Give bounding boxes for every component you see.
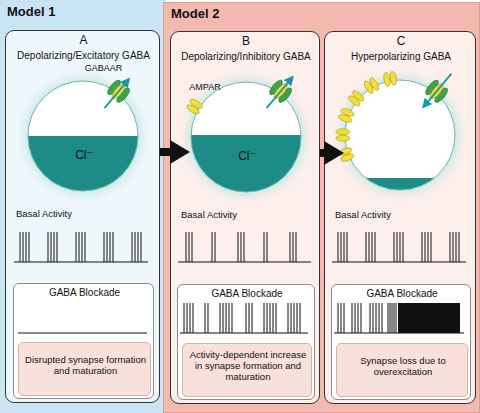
chloride-level [340,178,460,198]
outcome-text: Activity-dependent increase in synapse f… [186,350,310,383]
ampa-receptor [336,129,350,141]
receptor-subunit [340,152,355,162]
receptor-subunit [347,94,362,108]
cell-membrane [28,81,138,191]
spike-burst [398,303,460,333]
cell-outline [189,80,303,194]
chloride-flux-arrow [105,80,129,108]
gabaa-receptor [105,78,132,105]
spike-train [180,303,308,333]
receptor-subunit [189,98,204,110]
receptor-subunit [340,107,355,117]
panel-box: B Depolarizing/Inhibitory GABA Basal Activ… [170,31,320,404]
ampa-receptor [383,71,398,87]
cell-halo [334,69,466,201]
cell-membrane [191,82,301,192]
ampa-receptor [185,98,203,116]
spike-train [332,232,466,262]
receptor-subunit [338,113,353,123]
blockade-title: GABA Blockade [14,287,155,299]
blockade-title: GABA Blockade [332,288,472,300]
receptor-label: GABAAR [81,63,126,73]
cell-outline [26,79,140,193]
outcome-text: Disrupted synapse formation and maturati… [23,355,148,377]
receptor-subunit [115,86,132,104]
receptor-subunit [185,103,200,115]
cell-halo [17,70,149,202]
spike-train [178,232,311,262]
panel-box: C Hyperpolarizing GABA Basal ActivityGABA … [324,31,476,404]
panel-letter: C [325,35,477,49]
receptor-subunit [428,82,446,101]
panel-title: Depolarizing/Inhibitory GABA [171,51,321,63]
neuron-cell: GABAARCl⁻ [26,79,140,193]
blockade-title: GABA Blockade [178,288,316,300]
ampa-receptor [363,76,381,94]
receptor-label: AMPAR [185,82,225,92]
panel-letter: A [6,34,161,48]
panel-title: Depolarizing/Excitatory GABA [6,50,161,62]
neuron-cell [334,69,466,201]
ion-label: Cl⁻ [229,150,265,164]
ampa-receptor [338,107,355,123]
model-title: Model 2 [171,7,261,22]
flow-arrow [320,149,324,157]
cell-membrane [345,80,455,190]
chloride-flux-arrow [424,74,451,107]
neuron-cell: AMPARCl⁻ [189,80,303,194]
receptor-subunit [268,78,285,96]
outcome-text: Synapse loss due to overexcitation [341,356,465,378]
blockade-box: GABA BlockadeActivity-dependent increase… [177,284,315,400]
receptor-subunit [110,82,128,101]
receptor-subunit [433,86,450,104]
ion-label: Cl⁻ [66,149,102,163]
outcome-box: Synapse loss due to overexcitation [336,343,468,397]
receptor-subunit [368,76,380,91]
chloride-level [189,135,303,194]
model-region: Model 2 B Depolarizing/Inhibitory GABA Basa… [163,2,480,413]
gabaa-receptor [267,78,294,105]
chloride-flux-arrow [267,78,293,108]
receptor-subunit [106,78,123,96]
trace-label: Basal Activity [16,209,136,220]
flat-trace [18,333,147,334]
spike-train [334,303,464,333]
model-title: Model 1 [7,5,97,20]
receptor-subunit [272,82,290,101]
receptor-subunit [363,80,375,95]
trace-label: Basal Activity [181,210,301,221]
receptor-subunit [277,86,294,104]
receptor-subunit [336,135,350,141]
spike-train [14,232,148,262]
gabaa-receptor [423,78,450,105]
cell-body [345,80,455,190]
panel-box: A Depolarizing/Excitatory GABA Basal Activ… [5,30,160,403]
blockade-box: GABA BlockadeDisrupted synapse formation… [13,283,154,399]
ampa-receptor [338,146,355,162]
receptor-subunit [424,78,441,96]
receptor-subunit [336,129,350,135]
ampa-receptor [347,89,366,107]
flow-arrow [160,148,170,156]
outcome-box: Activity-dependent increase in synapse f… [182,343,312,397]
chloride-level [26,136,140,193]
receptor-subunit [351,89,366,103]
receptor-subunit [338,146,353,156]
receptor-subunit [389,71,397,86]
blockade-box: GABA BlockadeSynapse loss due to overexc… [331,284,471,400]
receptor-subunit [383,72,391,87]
model-region: Model 1 A Depolarizing/Excitatory GABA Basa… [0,0,166,413]
outcome-box: Disrupted synapse formation and maturati… [18,342,151,396]
cell-halo [180,71,312,203]
panel-title: Hyperpolarizing GABA [325,51,477,63]
panel-letter: B [171,35,321,49]
trace-label: Basal Activity [335,210,455,221]
